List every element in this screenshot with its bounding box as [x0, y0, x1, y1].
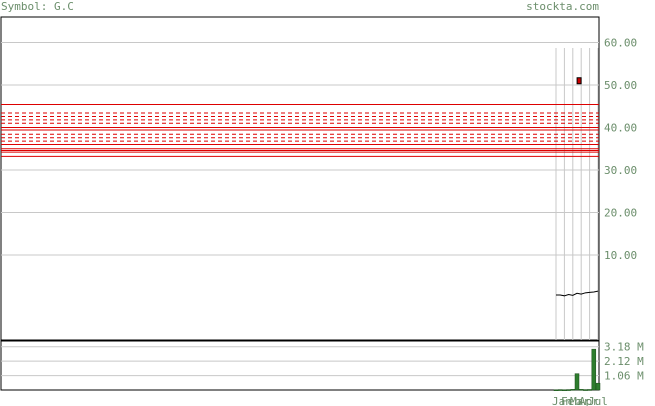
site-brand-label: stockta.com: [526, 0, 599, 13]
price-tick-label: 50.00: [604, 79, 637, 92]
volume-bar: [587, 389, 592, 391]
volume-bar: [591, 348, 597, 391]
volume-bar: [578, 389, 584, 391]
volume-bar: [562, 389, 567, 391]
price-panel: 10.00 20.00 30.00 40.00 50.00 60.00: [0, 16, 637, 341]
volume-bar: [583, 389, 588, 391]
volume-tick-label: 1.06 M: [604, 370, 644, 383]
volume-bar: [566, 389, 571, 391]
volume-panel-frame: [0, 340, 600, 391]
price-tick-label: 60.00: [604, 37, 637, 50]
x-tick-label: Mar: [570, 395, 590, 406]
volume-panel: 1.06 M 2.12 M3.18 M: [0, 340, 644, 391]
price-tick-label: 40.00: [604, 122, 637, 135]
x-tick-label: Jan: [552, 395, 572, 406]
x-tick-label: Feb: [561, 395, 581, 406]
symbol-label: Symbol: G.C: [1, 0, 74, 13]
volume-bar: [574, 373, 580, 391]
volume-bar: [557, 389, 563, 391]
price-candle: [576, 77, 582, 85]
volume-bar: [595, 382, 601, 391]
price-tick-label: 20.00: [604, 207, 637, 220]
price-panel-frame: [0, 16, 600, 341]
x-tick-label: Jul: [588, 395, 608, 406]
x-tick-label: Apr: [579, 395, 599, 406]
price-tick-label: 10.00: [604, 249, 637, 262]
price-line: [556, 290, 599, 297]
volume-bar: [570, 389, 576, 391]
volume-tick-label: 2.12 M: [604, 355, 644, 368]
volume-bar: [553, 389, 559, 391]
price-tick-label: 30.00: [604, 164, 637, 177]
volume-tick-label: 3.18 M: [604, 341, 644, 354]
